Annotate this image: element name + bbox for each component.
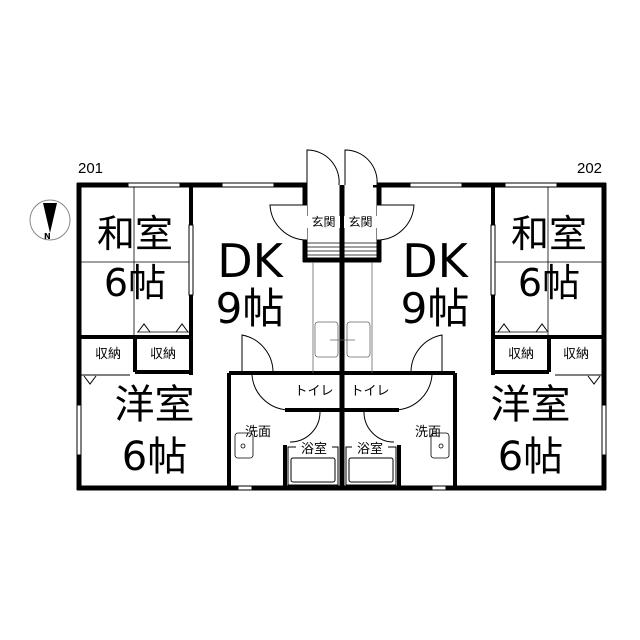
compass-label: N	[44, 232, 51, 241]
unit-202-yoshitsu-size: 6帖	[497, 434, 564, 480]
unit-202-washroom: 洗面	[414, 425, 441, 440]
unit-202-bath: 浴室	[352, 443, 388, 456]
interior-doors	[241, 334, 443, 443]
closet-markers	[81, 323, 602, 385]
tatami-lines	[81, 187, 602, 335]
unit-201-dk-name: DK	[217, 234, 283, 288]
unit-201-storage-1: 収納	[84, 348, 132, 361]
interior-walls	[79, 185, 604, 488]
unit-201-washroom: 洗面	[244, 425, 271, 440]
unit-202-dk-size: 9帖	[400, 284, 470, 333]
sinks	[234, 432, 450, 459]
unit-202-storage-2: 収納	[552, 348, 600, 361]
unit-202-yoshitsu-name: 洋室	[490, 382, 571, 428]
unit-202-dk-name: DK	[402, 234, 468, 288]
entrance-doors	[269, 149, 415, 241]
unit-202-label: 202	[577, 160, 603, 177]
unit-202-storage-1: 収納	[497, 348, 545, 361]
unit-201-dk-size: 9帖	[215, 284, 285, 333]
unit-201-bath: 浴室	[296, 443, 332, 456]
entry-steps	[307, 242, 377, 256]
unit-201-storage-2: 収納	[139, 348, 187, 361]
unit-201-label: 201	[78, 160, 104, 177]
unit-202-washitsu-size: 6帖	[517, 261, 581, 305]
unit-201-toilet: トイレ	[290, 385, 338, 398]
unit-201-washitsu-size: 6帖	[103, 261, 167, 305]
windows	[76, 182, 607, 491]
unit-202-entrance: 玄関	[344, 216, 377, 228]
unit-201-washitsu-name: 和室	[96, 212, 173, 256]
unit-202-washitsu-name: 和室	[510, 212, 587, 256]
kitchen-units	[312, 262, 373, 373]
unit-201-entrance: 玄関	[307, 216, 340, 228]
unit-201-yoshitsu-size: 6帖	[121, 434, 188, 480]
unit-201-yoshitsu-name: 洋室	[114, 382, 195, 428]
compass-icon	[29, 199, 71, 241]
unit-202-toilet: トイレ	[346, 385, 394, 398]
